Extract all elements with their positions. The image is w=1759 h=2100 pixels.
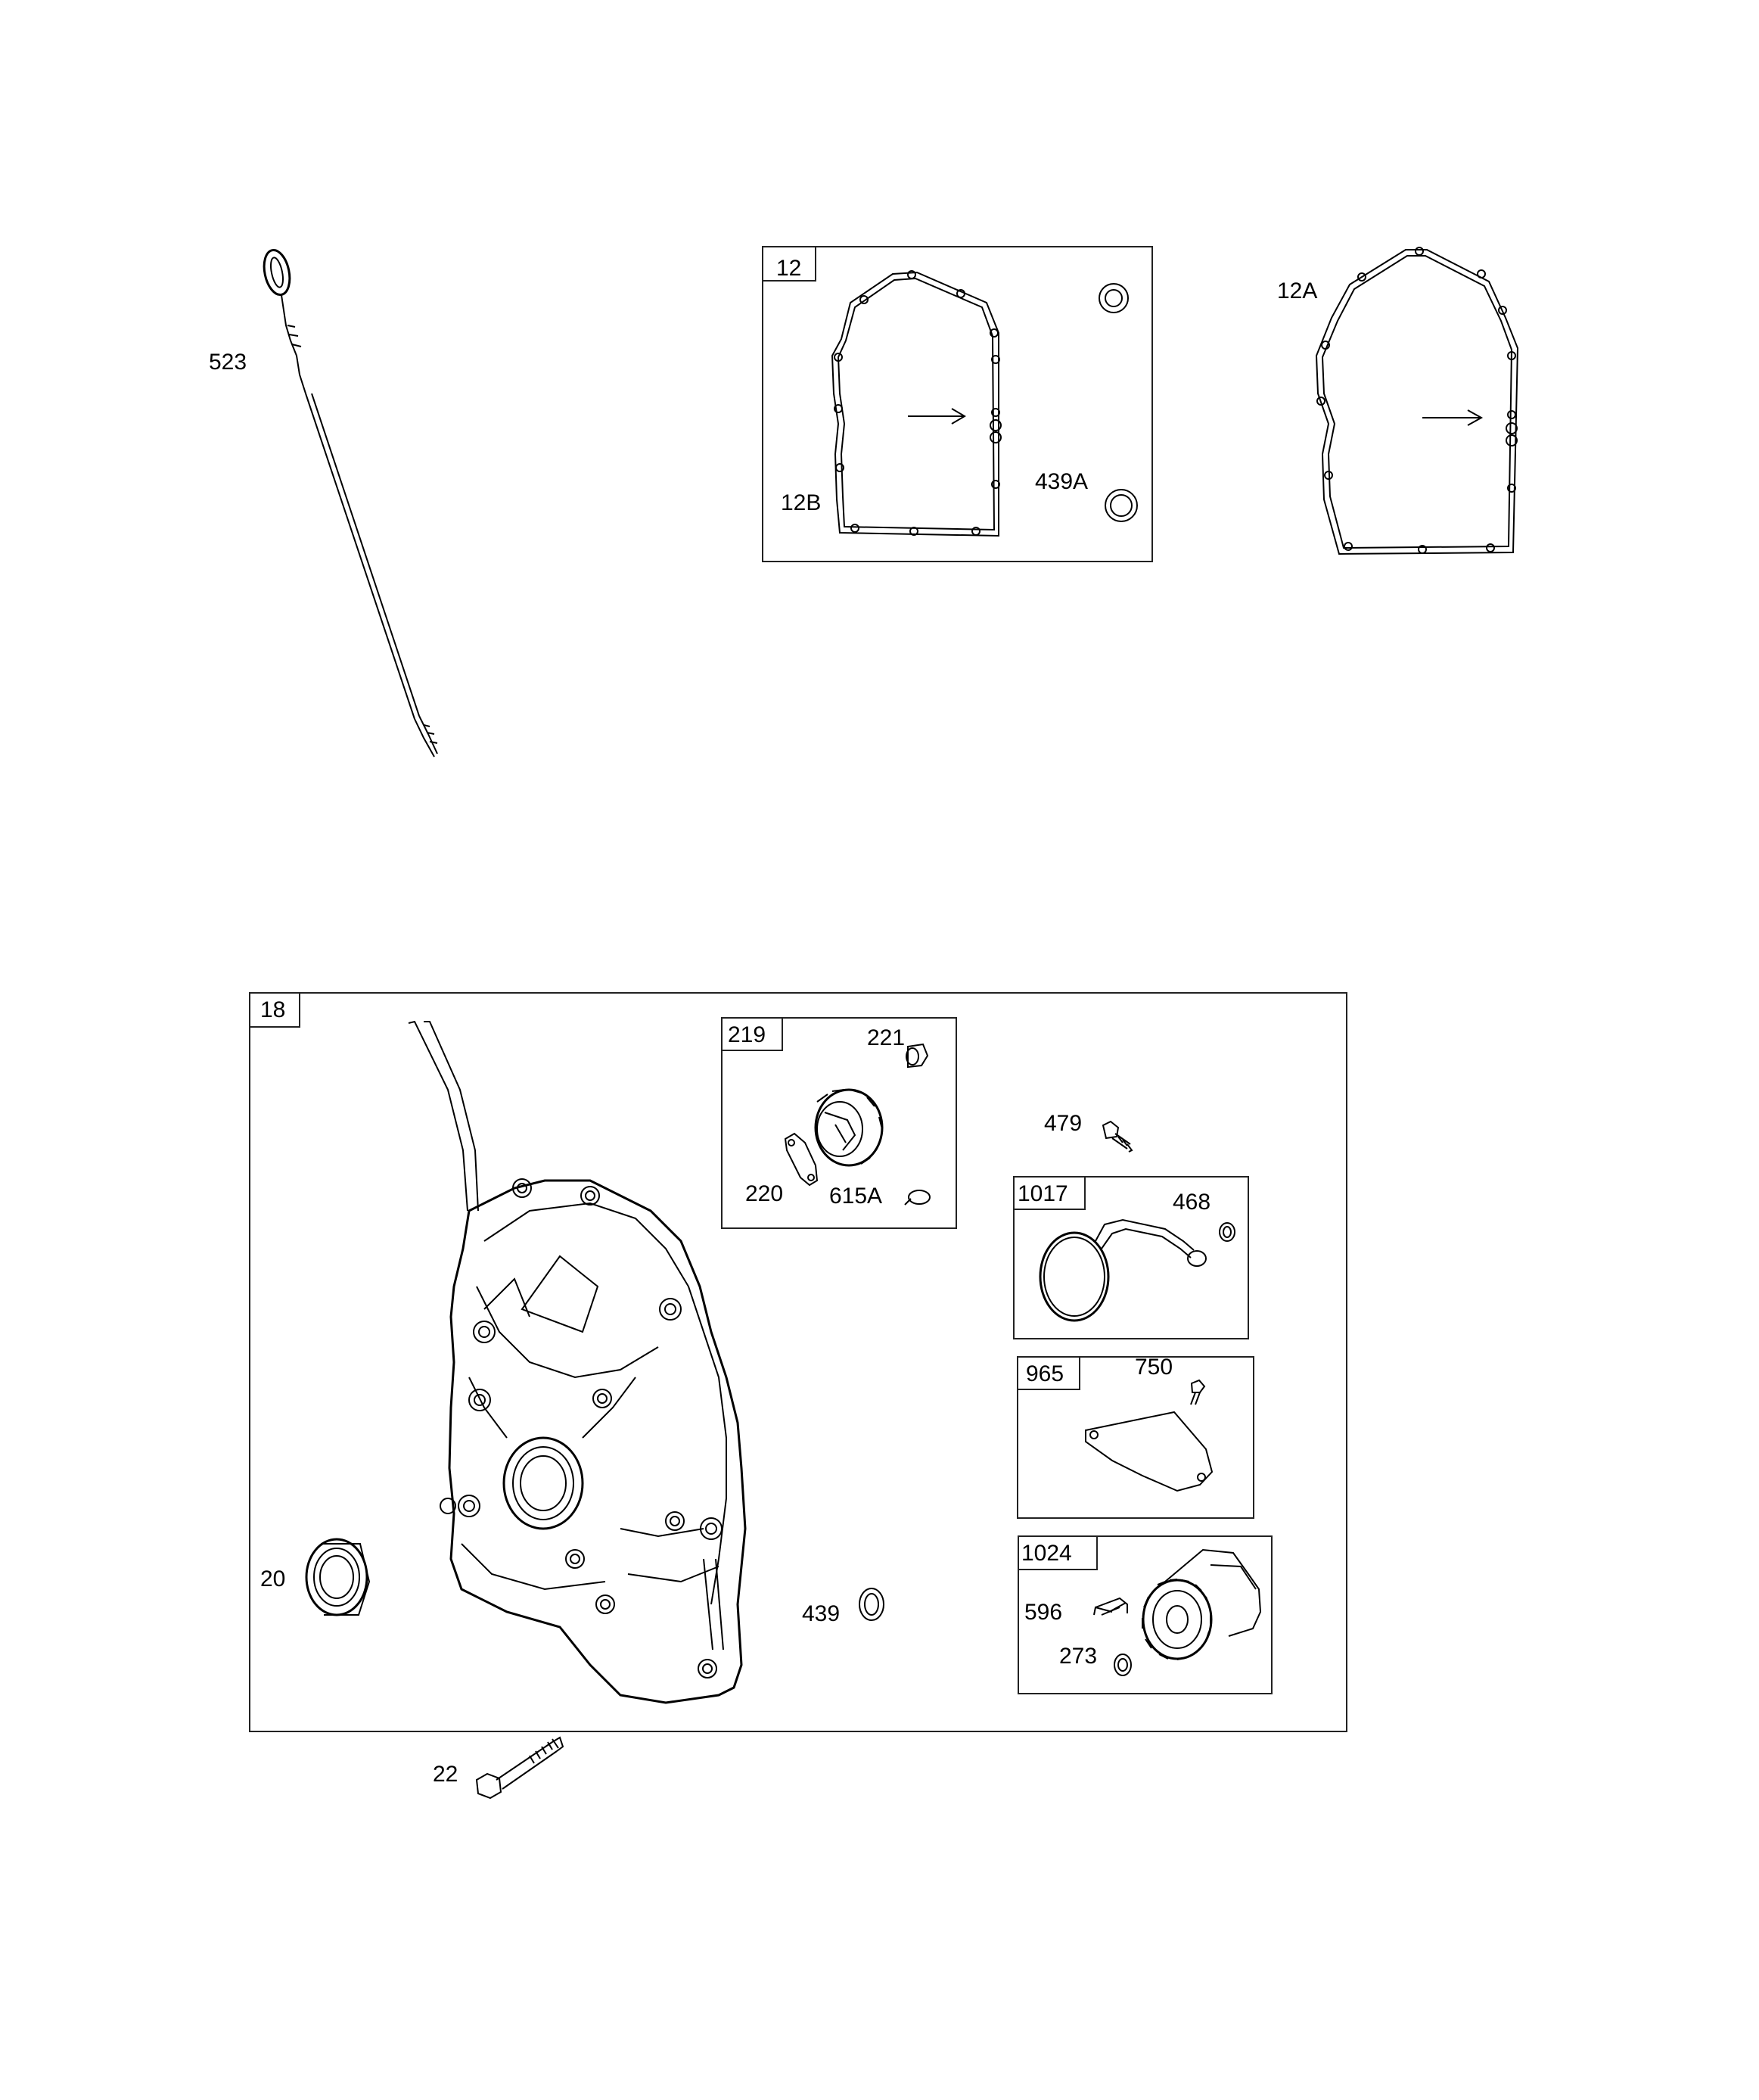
governor-kit-tag bbox=[721, 1017, 783, 1051]
oil-pump-kit-tag bbox=[1018, 1535, 1098, 1570]
seal-ring-439-drawing bbox=[859, 1588, 884, 1621]
cover-kit-box bbox=[1017, 1356, 1254, 1519]
gasket-kit-tag bbox=[762, 246, 816, 282]
part-label-468: 468 bbox=[1173, 1190, 1211, 1215]
screw-479-drawing bbox=[1102, 1120, 1133, 1153]
part-label-221: 221 bbox=[867, 1025, 906, 1050]
kit-label-219: 219 bbox=[728, 1022, 766, 1047]
part-label-523: 523 bbox=[209, 350, 247, 375]
oil-pickup-kit-box bbox=[1013, 1176, 1249, 1339]
cover-plate-drawing bbox=[1085, 1379, 1214, 1492]
part-label-750: 750 bbox=[1135, 1355, 1173, 1380]
crankcase-cover-drawing bbox=[408, 1020, 747, 1704]
part-label-22: 22 bbox=[433, 1762, 458, 1787]
cover-kit-tag bbox=[1017, 1356, 1080, 1390]
crankcase-kit-box bbox=[249, 992, 1347, 1732]
part-label-479: 479 bbox=[1044, 1111, 1083, 1136]
oil-pickup-kit-tag bbox=[1013, 1176, 1086, 1210]
dipstick-drawing bbox=[263, 248, 438, 758]
part-label-12a: 12A bbox=[1277, 278, 1318, 303]
part-label-20: 20 bbox=[260, 1566, 286, 1591]
gasket-kit-box bbox=[762, 246, 1153, 562]
part-label-439: 439 bbox=[802, 1601, 841, 1626]
part-label-273: 273 bbox=[1059, 1644, 1098, 1669]
o-ring-drawing bbox=[1099, 283, 1129, 313]
governor-kit-box bbox=[721, 1017, 957, 1229]
part-label-220: 220 bbox=[745, 1181, 784, 1206]
kit-label-12: 12 bbox=[776, 256, 802, 281]
crankcase-kit-tag bbox=[249, 992, 300, 1028]
governor-gear-drawing bbox=[784, 1043, 931, 1206]
kit-label-965: 965 bbox=[1026, 1361, 1064, 1386]
part-label-12b: 12B bbox=[781, 490, 822, 515]
kit-label-1017: 1017 bbox=[1018, 1181, 1068, 1206]
bearing-20-drawing bbox=[305, 1538, 371, 1616]
oil-pump-drawing bbox=[1093, 1548, 1262, 1676]
bolt-22-drawing bbox=[475, 1736, 564, 1800]
oil-pickup-drawing bbox=[1039, 1218, 1235, 1322]
oil-pump-kit-box bbox=[1018, 1535, 1273, 1694]
gasket-12a-drawing bbox=[1315, 247, 1519, 555]
kit-label-1024: 1024 bbox=[1021, 1541, 1072, 1566]
part-label-596: 596 bbox=[1024, 1600, 1063, 1625]
gasket-12b-drawing bbox=[831, 270, 1002, 537]
kit-label-18: 18 bbox=[260, 997, 286, 1022]
seal-ring-439a-drawing bbox=[1105, 489, 1138, 522]
part-label-615a: 615A bbox=[829, 1184, 883, 1209]
part-label-439a: 439A bbox=[1035, 469, 1089, 494]
